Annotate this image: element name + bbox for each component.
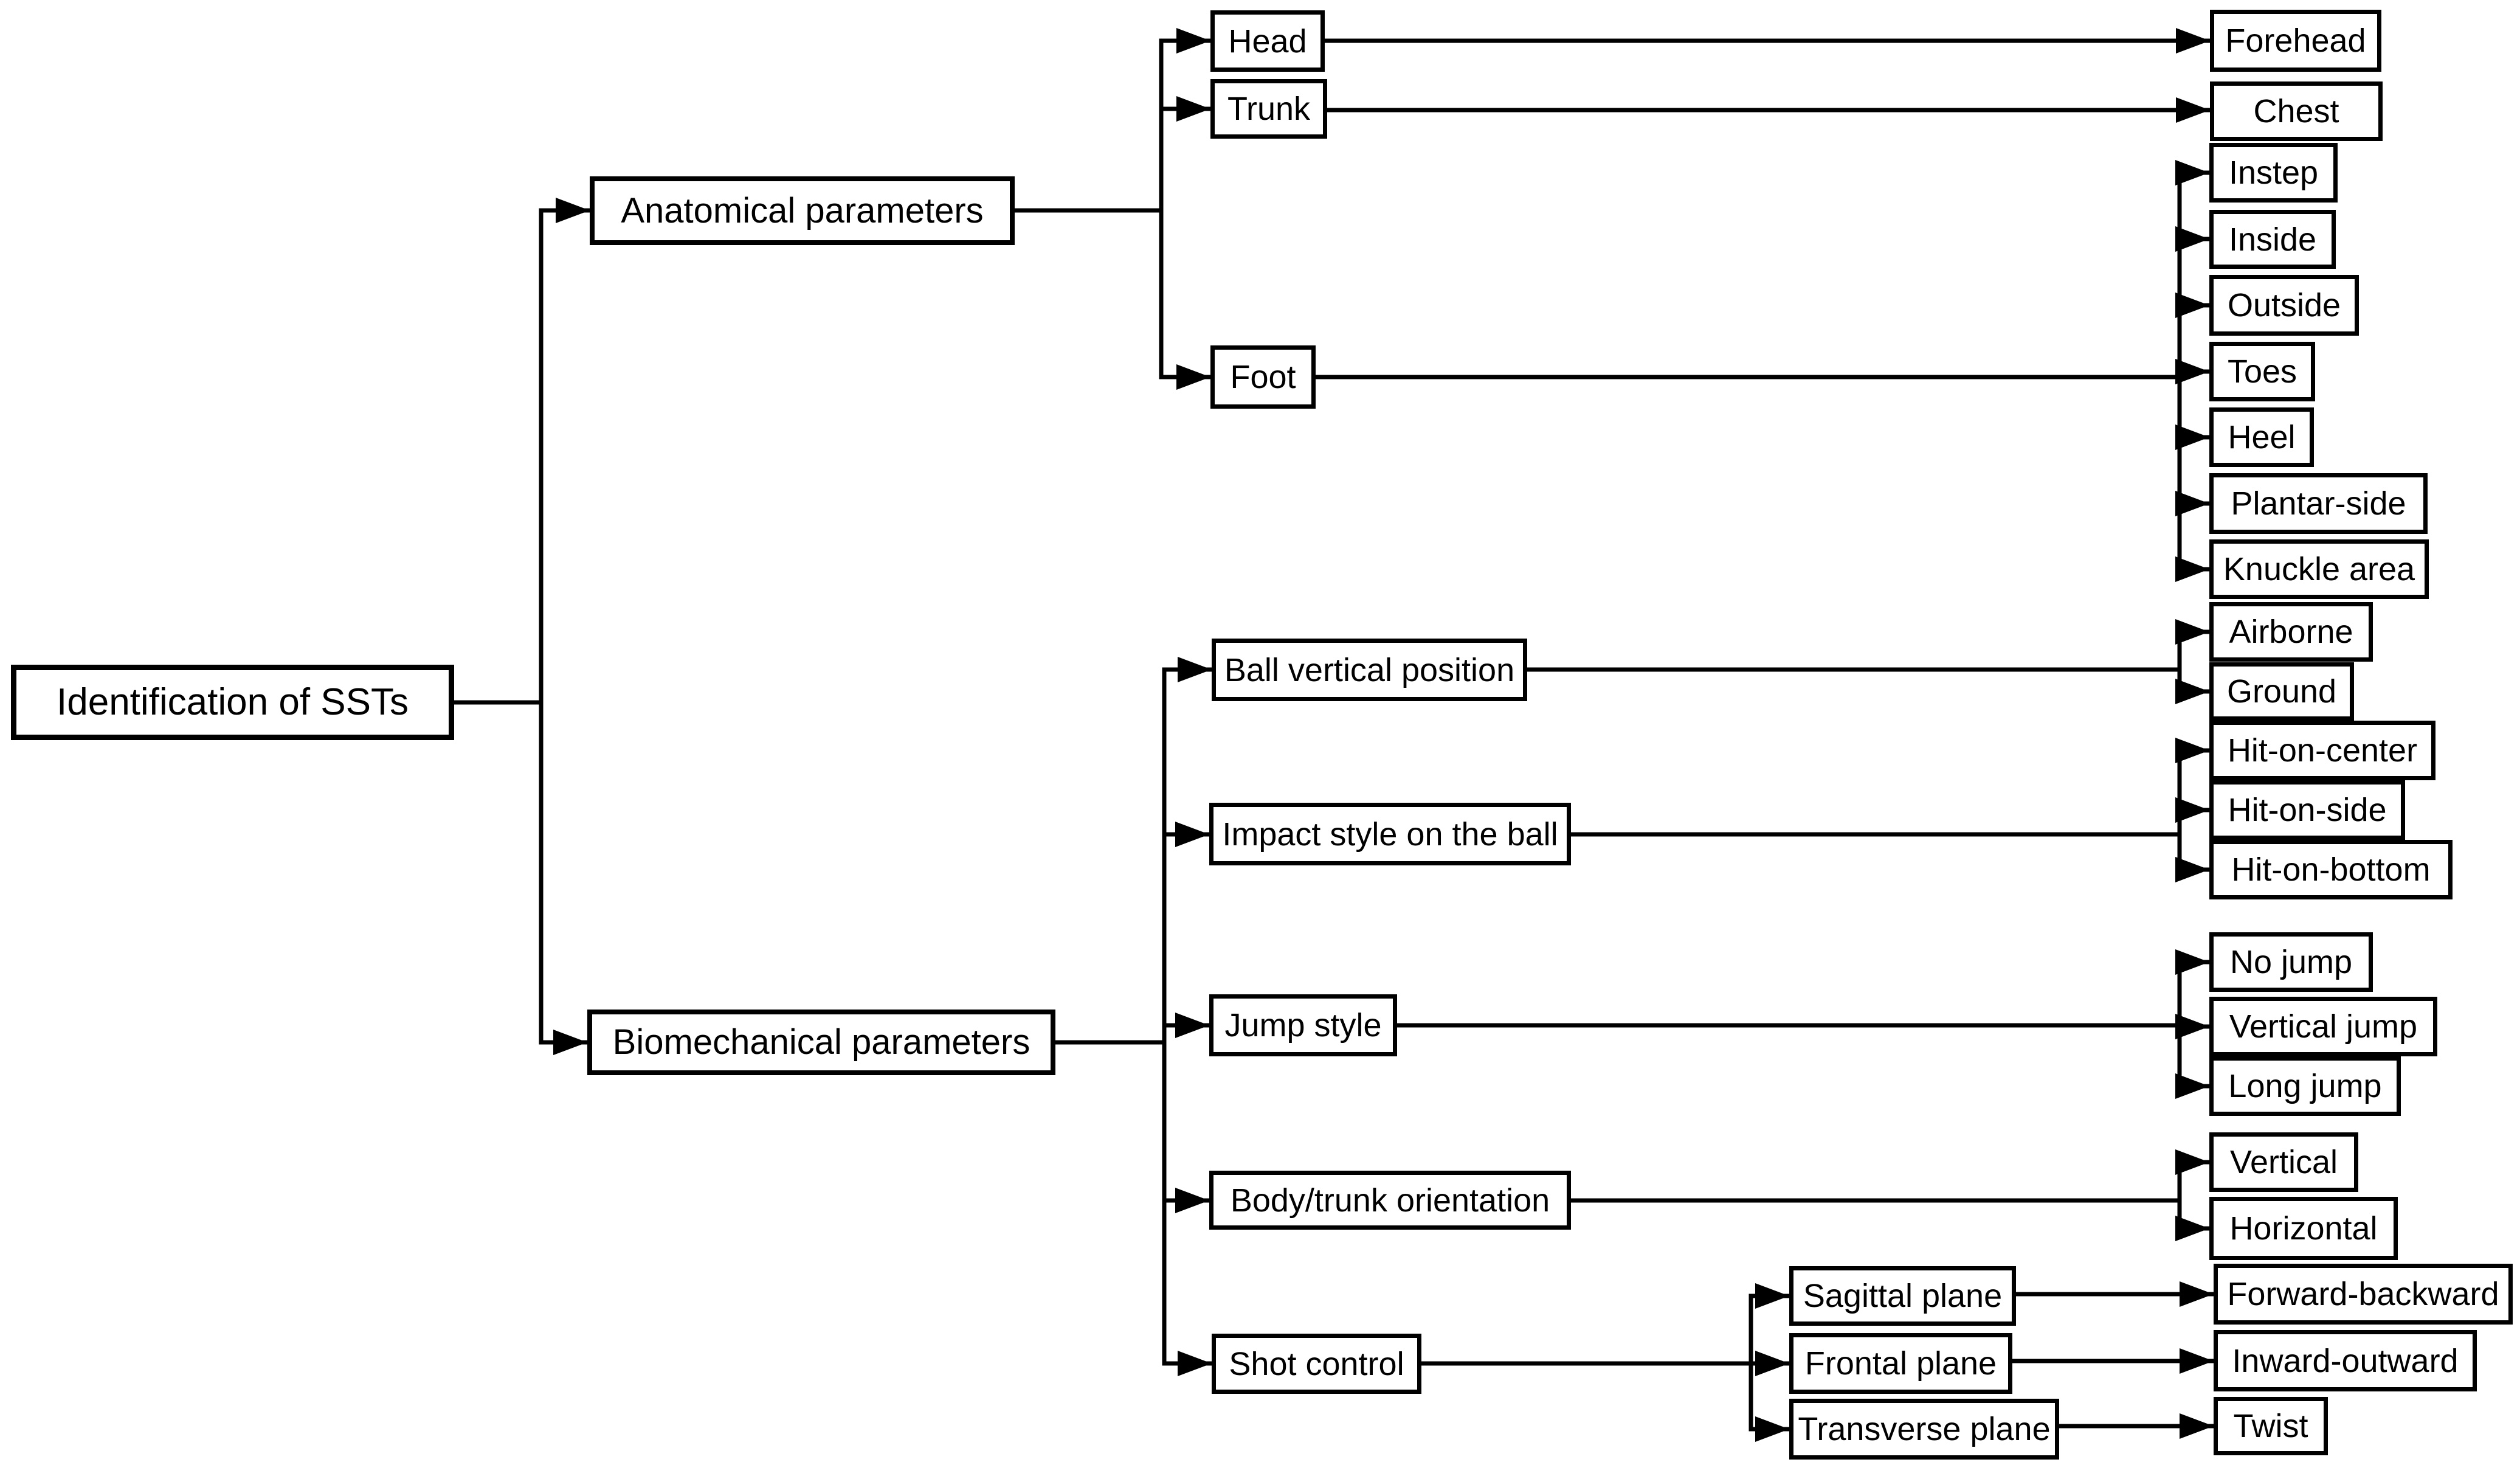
node-label-vertical-jump: Vertical jump xyxy=(2229,1008,2418,1045)
node-label-anatomical: Anatomical parameters xyxy=(621,190,984,230)
node-heel: Heel xyxy=(2209,407,2314,467)
node-instep: Instep xyxy=(2209,143,2338,203)
node-label-biomechanical: Biomechanical parameters xyxy=(612,1022,1030,1062)
node-label-head: Head xyxy=(1228,23,1307,60)
node-label-sagittal-plane: Sagittal plane xyxy=(1803,1278,2003,1314)
node-label-toes: Toes xyxy=(2227,353,2297,390)
node-label-frontal-plane: Frontal plane xyxy=(1804,1345,1997,1382)
node-label-impact-style: Impact style on the ball xyxy=(1222,816,1558,853)
node-inside: Inside xyxy=(2209,210,2336,269)
node-body-trunk-orientation: Body/trunk orientation xyxy=(1209,1171,1571,1230)
node-hit-on-bottom: Hit-on-bottom xyxy=(2209,840,2453,899)
node-label-forward-backward: Forward-backward xyxy=(2227,1276,2499,1312)
node-forward-backward: Forward-backward xyxy=(2214,1264,2513,1325)
node-foot: Foot xyxy=(1210,345,1316,409)
node-label-jump-style: Jump style xyxy=(1224,1007,1382,1044)
node-no-jump: No jump xyxy=(2209,932,2373,992)
node-horizontal: Horizontal xyxy=(2209,1197,2398,1260)
node-long-jump: Long jump xyxy=(2209,1056,2401,1116)
node-twist: Twist xyxy=(2214,1397,2328,1455)
node-label-hit-on-center: Hit-on-center xyxy=(2227,732,2418,769)
node-label-ball-vertical-position: Ball vertical position xyxy=(1224,651,1515,688)
node-label-hit-on-side: Hit-on-side xyxy=(2228,792,2387,828)
node-label-plantar-side: Plantar-side xyxy=(2231,485,2406,522)
node-airborne: Airborne xyxy=(2209,602,2373,662)
node-outside: Outside xyxy=(2209,275,2359,336)
node-hit-on-side: Hit-on-side xyxy=(2209,780,2405,840)
node-head: Head xyxy=(1210,10,1325,72)
node-chest: Chest xyxy=(2210,81,2383,141)
node-label-hit-on-bottom: Hit-on-bottom xyxy=(2231,851,2431,888)
node-label-ground: Ground xyxy=(2226,673,2337,710)
node-impact-style: Impact style on the ball xyxy=(1209,803,1571,865)
node-label-heel: Heel xyxy=(2228,419,2296,455)
node-toes: Toes xyxy=(2209,342,2315,401)
node-label-root: Identification of SSTs xyxy=(57,681,409,723)
node-inward-outward: Inward-outward xyxy=(2214,1330,2477,1391)
node-plantar-side: Plantar-side xyxy=(2209,473,2428,534)
node-shot-control: Shot control xyxy=(1212,1334,1421,1394)
node-sagittal-plane: Sagittal plane xyxy=(1789,1266,2016,1326)
node-label-trunk: Trunk xyxy=(1227,91,1311,127)
node-vertical: Vertical xyxy=(2209,1132,2358,1192)
node-label-horizontal: Horizontal xyxy=(2229,1210,2378,1247)
node-knuckle-area: Knuckle area xyxy=(2209,539,2429,599)
node-label-foot: Foot xyxy=(1230,359,1296,395)
node-label-forehead: Forehead xyxy=(2225,23,2366,59)
node-label-inside: Inside xyxy=(2228,221,2317,258)
node-frontal-plane: Frontal plane xyxy=(1789,1333,2012,1394)
node-label-transverse-plane: Transverse plane xyxy=(1798,1411,2051,1447)
node-label-vertical: Vertical xyxy=(2229,1144,2338,1180)
node-hit-on-center: Hit-on-center xyxy=(2209,721,2435,780)
node-biomechanical: Biomechanical parameters xyxy=(587,1010,1055,1075)
node-label-instep: Instep xyxy=(2228,154,2319,191)
node-label-shot-control: Shot control xyxy=(1229,1345,1404,1382)
node-label-outside: Outside xyxy=(2227,287,2341,324)
node-label-airborne: Airborne xyxy=(2229,614,2353,650)
node-label-long-jump: Long jump xyxy=(2228,1068,2382,1104)
node-label-inward-outward: Inward-outward xyxy=(2232,1342,2459,1379)
node-vertical-jump: Vertical jump xyxy=(2209,997,2437,1056)
node-root: Identification of SSTs xyxy=(11,665,454,740)
node-label-body-trunk-orientation: Body/trunk orientation xyxy=(1230,1182,1550,1219)
node-label-chest: Chest xyxy=(2253,93,2339,130)
node-trunk: Trunk xyxy=(1210,79,1327,139)
node-label-knuckle-area: Knuckle area xyxy=(2223,551,2415,587)
node-jump-style: Jump style xyxy=(1209,994,1397,1056)
node-ball-vertical-position: Ball vertical position xyxy=(1212,639,1527,701)
node-label-twist: Twist xyxy=(2233,1408,2308,1444)
node-anatomical: Anatomical parameters xyxy=(590,176,1015,245)
node-transverse-plane: Transverse plane xyxy=(1789,1399,2059,1460)
node-ground: Ground xyxy=(2209,662,2354,721)
node-label-no-jump: No jump xyxy=(2229,944,2353,980)
node-forehead: Forehead xyxy=(2210,10,2381,72)
